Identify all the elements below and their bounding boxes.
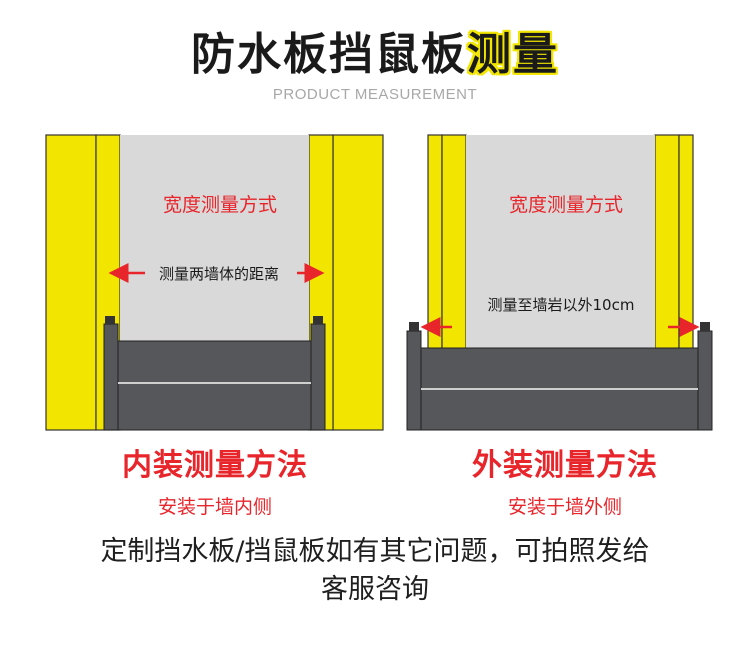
left-board-top: [117, 340, 312, 384]
right-board-bottom: [420, 388, 699, 431]
right-post-left: [406, 330, 422, 431]
left-width-label: 宽度测量方式: [163, 194, 277, 216]
left-wall-outer-right: [332, 134, 384, 431]
right-measure-label: 测量至墙岩以外10cm: [488, 296, 635, 314]
left-post-left: [103, 323, 119, 431]
outer-method-subtitle: 安装于墙外侧: [507, 496, 622, 518]
inner-method-subtitle: 安装于墙内侧: [157, 496, 272, 518]
left-post-cap-left: [105, 316, 115, 324]
title-main: 防水板挡鼠板: [191, 29, 467, 80]
left-wall-outer-left: [45, 134, 97, 431]
inner-install-diagram: 宽度测量方式 测量两墙体的距离: [45, 134, 384, 431]
right-wall-inner-right: [654, 134, 680, 351]
footer-note: 定制挡水板/挡鼠板如有其它问题，可拍照发给 客服咨询: [60, 533, 690, 609]
right-board-top: [420, 347, 699, 390]
right-post-cap-right: [700, 322, 710, 331]
right-wall-outer-right: [678, 134, 694, 351]
outer-install-diagram: 宽度测量方式 测量至墙岩以外10cm: [406, 134, 713, 431]
right-post-cap-left: [409, 322, 419, 331]
measurement-diagram: 宽度测量方式 测量两墙体的距离 宽度测量方式 测量至墙岩以外10cm: [45, 134, 713, 431]
left-post-right: [310, 323, 326, 431]
right-post-right: [697, 330, 713, 431]
footer-note-line2: 客服咨询: [321, 574, 429, 605]
page-subtitle: PRODUCT MEASUREMENT: [272, 86, 478, 103]
left-measure-label: 测量两墙体的距离: [159, 265, 279, 283]
left-board-bottom: [117, 382, 312, 431]
page-title: 防水板挡鼠板测量: [0, 18, 750, 82]
outer-method-title: 外装测量方法: [472, 448, 658, 483]
left-post-cap-right: [313, 316, 323, 324]
right-wall-outer-left: [427, 134, 443, 351]
footer-note-line1: 定制挡水板/挡鼠板如有其它问题，可拍照发给: [100, 536, 650, 567]
title-highlight: 测量: [467, 29, 559, 80]
right-opening-panel: [466, 135, 655, 350]
right-width-label: 宽度测量方式: [509, 194, 623, 216]
inner-method-title: 内装测量方法: [122, 448, 308, 483]
right-wall-inner-left: [441, 134, 467, 351]
